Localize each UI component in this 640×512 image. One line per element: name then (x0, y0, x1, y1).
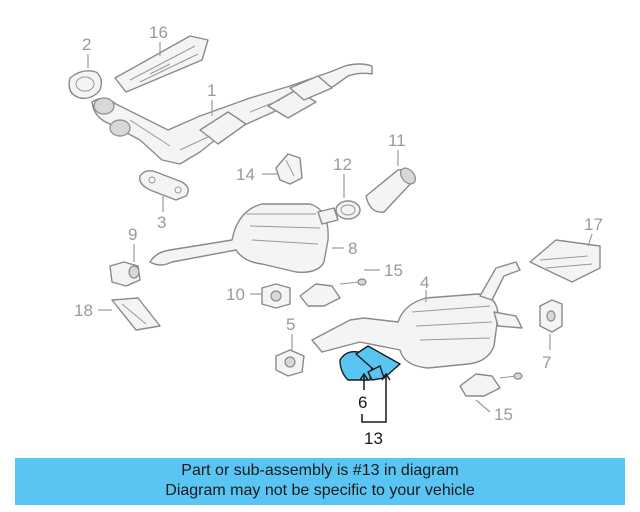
callout-5: 5 (286, 315, 295, 334)
part-2-gasket[interactable] (68, 70, 103, 100)
part-8-center-muffler[interactable] (149, 203, 339, 273)
part-16-heat-shield[interactable] (114, 35, 209, 93)
part-12-clamp[interactable] (335, 200, 361, 220)
callout-4: 4 (420, 273, 429, 292)
part-17-heat-shield[interactable] (529, 239, 601, 283)
leader-15b (475, 399, 491, 413)
part-10-hanger[interactable] (261, 283, 291, 309)
callout-10: 10 (226, 285, 245, 304)
exhaust-parts-diagram: 2 16 1 3 14 11 12 (68, 23, 603, 448)
callout-14: 14 (236, 165, 255, 184)
part-11-tail-pipe-tip[interactable] (365, 165, 418, 213)
callout-3: 3 (157, 213, 166, 232)
part-18-heat-shield[interactable] (111, 297, 161, 331)
part-7-hanger[interactable] (539, 299, 563, 333)
callout-17: 17 (584, 215, 603, 234)
callout-8: 8 (348, 239, 357, 258)
banner-line-1: Part or sub-assembly is #13 in diagram (181, 462, 459, 479)
part-5-hanger[interactable] (275, 349, 305, 377)
part-3-gasket[interactable] (139, 169, 189, 201)
callout-9: 9 (128, 225, 137, 244)
callout-1: 1 (207, 81, 216, 100)
callout-18: 18 (74, 301, 93, 320)
leader-6-arrow (359, 372, 369, 381)
part-14-hanger[interactable] (275, 153, 303, 185)
callout-2: 2 (82, 35, 91, 54)
callout-6: 6 (358, 393, 367, 412)
leader-17 (587, 233, 593, 247)
callout-16: 16 (149, 23, 168, 42)
leader-13 (361, 374, 387, 423)
part-6-13-heat-shield-highlighted[interactable] (339, 345, 401, 381)
banner-line-2: Diagram may not be specific to your vehi… (165, 482, 475, 499)
part-1-front-pipe-catalytic[interactable] (91, 63, 373, 165)
callout-13: 13 (364, 429, 383, 448)
part-15-lower-connector[interactable] (459, 372, 523, 397)
part-9-hanger[interactable] (109, 261, 141, 287)
part-4-rear-muffler[interactable] (311, 261, 523, 369)
callout-15b: 15 (494, 405, 513, 424)
info-banner: Part or sub-assembly is #13 in diagram D… (15, 458, 625, 505)
callout-7: 7 (542, 353, 551, 372)
part-15-upper-connector[interactable] (299, 278, 367, 307)
leader-13-arrow (381, 372, 391, 381)
callout-15a: 15 (384, 261, 403, 280)
part-13-shield[interactable] (355, 345, 401, 379)
callout-12: 12 (333, 155, 352, 174)
callout-11: 11 (388, 131, 406, 150)
